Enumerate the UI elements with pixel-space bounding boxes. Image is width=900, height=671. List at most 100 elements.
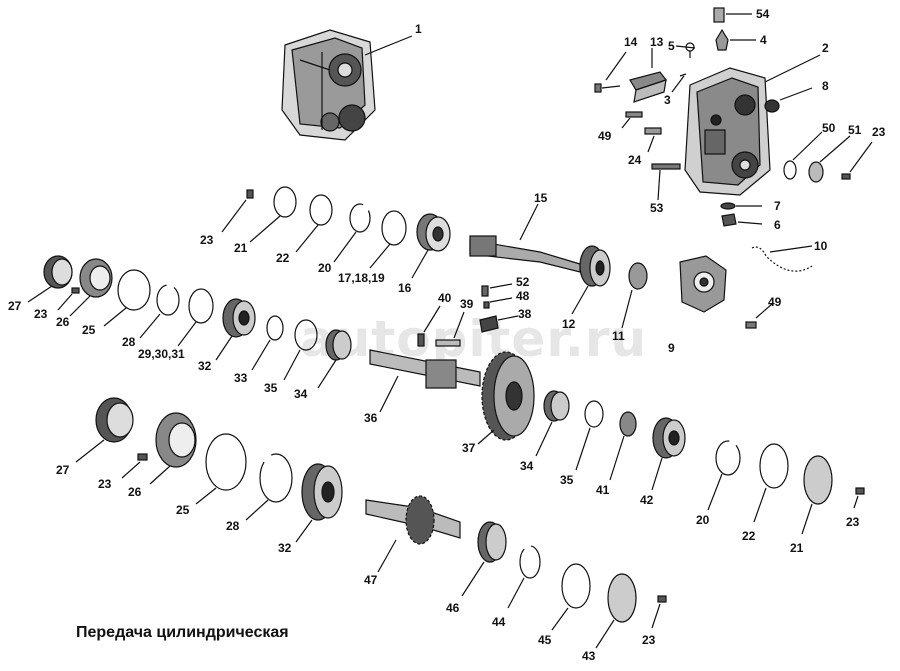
part-51	[808, 161, 824, 183]
part-21-r3	[803, 455, 833, 505]
label-40: 40	[438, 291, 452, 305]
diagram-caption: Передача цилиндрическая	[76, 624, 289, 641]
part-6	[721, 213, 737, 227]
label-29-30-31: 29,30,31	[138, 347, 185, 361]
shaft-15	[469, 235, 581, 273]
label-17-18-19: 17,18,19	[338, 271, 385, 285]
label-21-r1: 21	[234, 241, 248, 255]
part-25-r4	[205, 433, 247, 491]
label-14: 14	[624, 35, 638, 49]
label-20-r1: 20	[318, 261, 332, 275]
label-27-r2: 27	[8, 299, 22, 313]
label-23-top: 23	[872, 125, 886, 139]
part-54	[713, 7, 725, 23]
part-8	[764, 99, 780, 113]
part-20-r1	[349, 203, 371, 233]
label-47: 47	[364, 573, 378, 587]
label-37: 37	[462, 441, 476, 455]
bearing-34-r3	[543, 390, 570, 422]
label-28-r2: 28	[122, 335, 136, 349]
watermark: autopiter.ru	[300, 310, 647, 368]
label-28-r4: 28	[226, 519, 240, 533]
label-34-r3: 34	[520, 459, 534, 473]
label-21-r3: 21	[790, 541, 804, 555]
part-labels: 1 2 3 4 5 6 7 8 9 10 11 12 13 14 15 16 1…	[8, 7, 886, 663]
label-49-right: 49	[768, 295, 782, 309]
shaft-36	[369, 349, 481, 389]
label-51: 51	[848, 123, 862, 137]
label-1: 1	[415, 22, 422, 36]
label-35-r2: 35	[264, 381, 278, 395]
label-24: 24	[628, 153, 642, 167]
part-24	[644, 127, 662, 135]
part-53	[651, 163, 681, 170]
part-22-r3	[759, 443, 789, 489]
part-23-r4	[137, 453, 148, 461]
part-23-top	[841, 173, 851, 180]
label-16: 16	[398, 281, 412, 295]
label-23-r4b: 23	[642, 633, 656, 647]
label-54: 54	[756, 7, 770, 21]
part-21-r1	[273, 186, 297, 218]
part-45	[561, 563, 591, 609]
label-42: 42	[640, 493, 654, 507]
label-49-left: 49	[598, 129, 612, 143]
label-32-r4: 32	[278, 541, 292, 555]
housing-2	[684, 67, 771, 196]
part-11	[628, 262, 648, 290]
part-23-r4b	[657, 595, 667, 603]
part-7	[720, 202, 736, 210]
part-20-r3	[715, 440, 741, 476]
label-10: 10	[814, 239, 828, 253]
part-23-r2	[71, 287, 80, 294]
label-43: 43	[582, 649, 596, 663]
part-35-r3	[584, 400, 604, 428]
label-9: 9	[668, 341, 675, 355]
label-50: 50	[822, 121, 836, 135]
label-48: 48	[516, 289, 530, 303]
flange-9	[679, 255, 727, 313]
label-23-r3: 23	[846, 515, 860, 529]
label-15: 15	[534, 191, 548, 205]
part-35-r2	[294, 319, 318, 351]
part-39	[435, 339, 461, 347]
bearing-16	[416, 213, 451, 252]
part-28-r2	[156, 284, 180, 316]
seal-27-r4	[95, 397, 134, 443]
label-23-r2: 23	[34, 307, 48, 321]
seal-27-r2	[43, 255, 73, 289]
part-48	[483, 301, 490, 309]
label-20-r3: 20	[696, 513, 710, 527]
bearing-32-r2	[222, 298, 256, 338]
label-52: 52	[516, 275, 530, 289]
bearing-46	[477, 521, 507, 563]
label-23-r4: 23	[98, 477, 112, 491]
label-46: 46	[446, 601, 460, 615]
label-5: 5	[668, 39, 675, 53]
bearing-32-r4	[301, 463, 343, 521]
bearing-12	[579, 245, 611, 287]
label-26-r4: 26	[128, 485, 142, 499]
part-22-r1	[309, 194, 333, 226]
label-4: 4	[760, 33, 767, 47]
bearing-34-r2	[325, 329, 352, 361]
label-6: 6	[774, 218, 781, 232]
part-41	[619, 411, 637, 437]
cover-26-r4	[155, 412, 197, 468]
part-52	[481, 285, 489, 297]
part-14	[594, 83, 602, 93]
label-12: 12	[562, 317, 576, 331]
label-34-r2: 34	[294, 387, 308, 401]
label-35-r3: 35	[560, 473, 574, 487]
label-25-r2: 25	[82, 323, 96, 337]
gear-37	[481, 351, 535, 441]
label-41: 41	[596, 483, 610, 497]
cover-26-r2	[79, 258, 113, 298]
label-44: 44	[492, 615, 506, 629]
part-33	[266, 315, 284, 341]
part-44	[519, 545, 541, 579]
part-4	[715, 28, 729, 51]
label-53: 53	[650, 201, 664, 215]
part-23-r1	[246, 189, 254, 199]
